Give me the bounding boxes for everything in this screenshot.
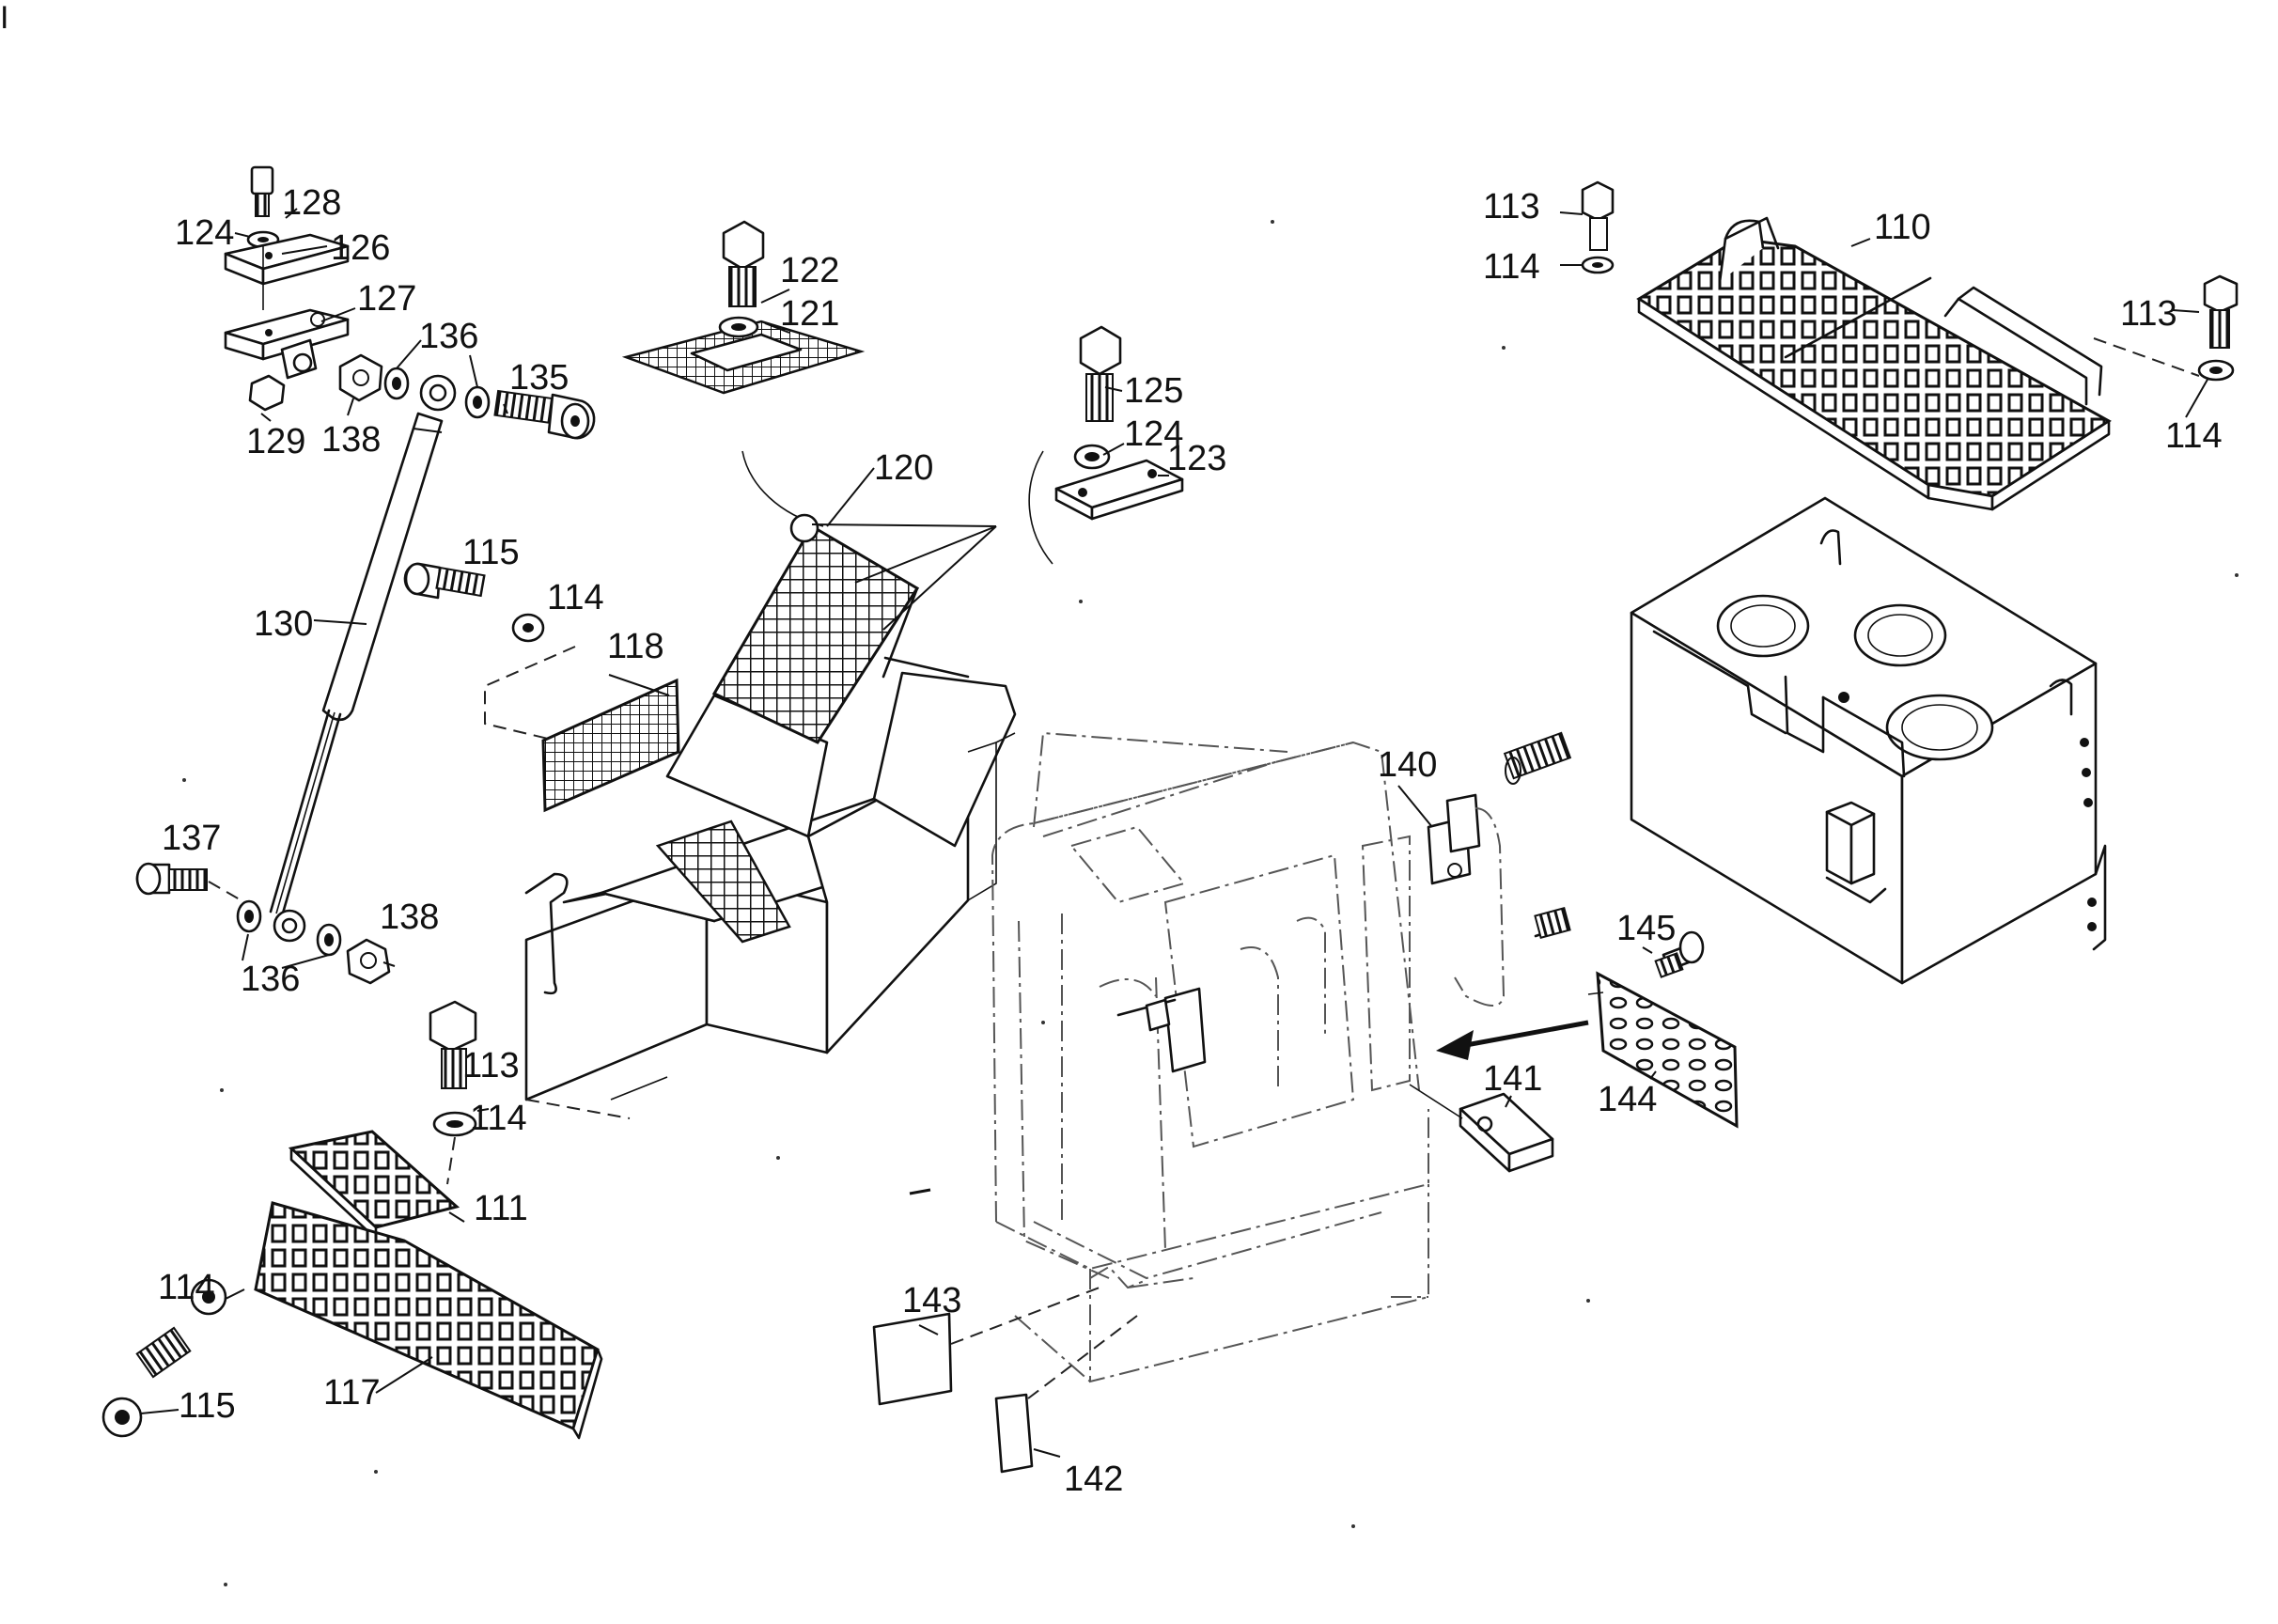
cab-outline <box>872 731 1589 1474</box>
label-120: 120 <box>874 448 933 488</box>
label-121: 121 <box>780 294 839 334</box>
bracket-141 <box>1409 1084 1554 1173</box>
leader-lines <box>140 208 2209 1458</box>
label-114b: 114 <box>470 1099 527 1138</box>
grille-144-assembly <box>1587 930 1739 1129</box>
corner-mark: I <box>0 0 8 36</box>
label-135: 135 <box>509 358 569 398</box>
label-125: 125 <box>1124 371 1183 411</box>
specks <box>182 220 2239 1586</box>
label-126: 126 <box>331 228 390 268</box>
battery-box <box>1581 180 2239 985</box>
label-127: 127 <box>357 279 416 319</box>
label-115b: 115 <box>179 1386 236 1426</box>
label-113b: 113 <box>1483 187 1540 226</box>
label-111: 111 <box>474 1189 528 1228</box>
label-118: 118 <box>607 627 664 666</box>
label-140: 140 <box>1378 745 1437 785</box>
label-144: 144 <box>1598 1080 1657 1119</box>
label-122: 122 <box>780 251 839 290</box>
label-136a: 136 <box>419 317 478 356</box>
label-129: 129 <box>246 422 305 461</box>
step-assembly <box>101 1000 603 1440</box>
label-117: 117 <box>323 1373 381 1413</box>
label-142: 142 <box>1064 1460 1123 1499</box>
label-113a: 113 <box>462 1046 520 1085</box>
label-113c: 113 <box>2120 294 2177 334</box>
label-141: 141 <box>1483 1059 1542 1099</box>
label-124b: 124 <box>1124 414 1183 454</box>
label-138b: 138 <box>380 898 439 937</box>
label-114c: 114 <box>158 1268 215 1307</box>
label-145: 145 <box>1616 909 1676 948</box>
plate-123-assembly <box>1054 325 1184 521</box>
label-123: 123 <box>1167 439 1226 478</box>
label-137: 137 <box>162 819 221 858</box>
label-114d: 114 <box>1483 247 1540 287</box>
label-110: 110 <box>1874 208 1931 247</box>
label-130: 130 <box>254 604 313 644</box>
label-114a: 114 <box>547 578 604 617</box>
label-124a: 124 <box>175 213 234 253</box>
console-assembly <box>524 220 1053 1119</box>
bracket-140-assembly <box>1427 731 1572 1007</box>
label-136b: 136 <box>241 960 300 999</box>
gas-strut-assembly <box>135 165 680 985</box>
label-143: 143 <box>902 1281 961 1320</box>
label-114e: 114 <box>2165 416 2223 456</box>
label-115a: 115 <box>462 533 520 572</box>
label-128: 128 <box>282 183 341 223</box>
callout-labels: 128 124 126 127 136 135 129 138 130 115 … <box>158 183 2223 1499</box>
label-138a: 138 <box>321 420 381 460</box>
